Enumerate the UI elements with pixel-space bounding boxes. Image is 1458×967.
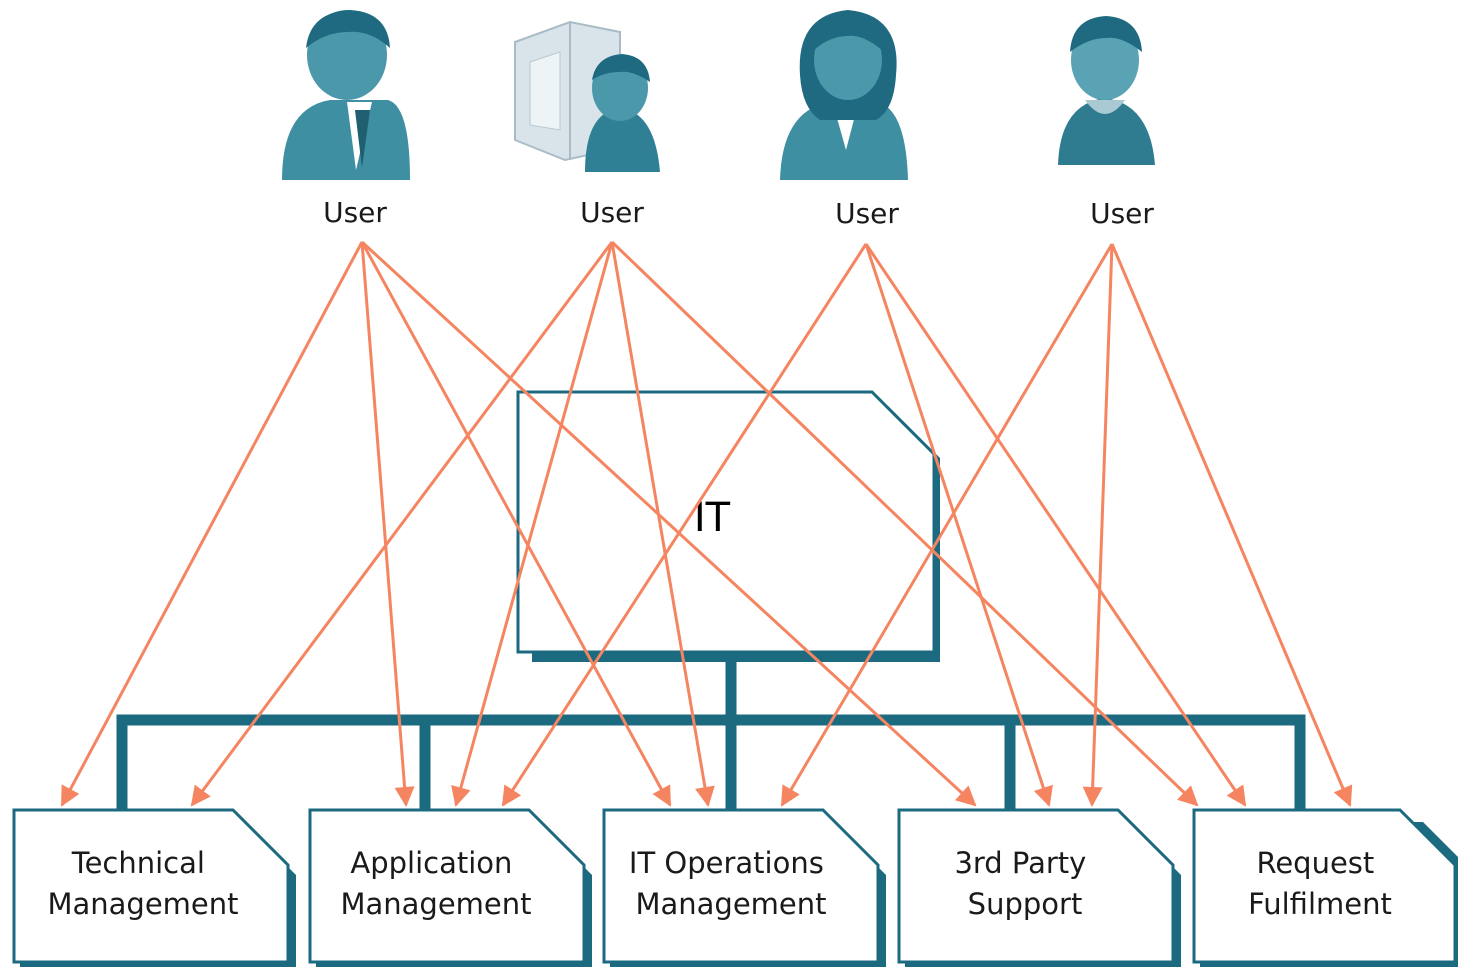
function-it-operations-management: IT Operations Management [602, 808, 886, 967]
function-technical-management: Technical Management [12, 808, 296, 967]
function-label: 3rd Party Support [954, 846, 1095, 921]
function-request-fulfilment: Request Fulfilment [1192, 808, 1458, 967]
function-label: Request Fulfilment [1248, 846, 1392, 921]
org-connectors [116, 656, 1306, 814]
arrow [1110, 243, 1353, 807]
arrow [451, 241, 614, 807]
arrow [780, 243, 1114, 807]
user-at-computer-icon [514, 20, 660, 172]
it-box: IT [516, 390, 940, 662]
user-label: User [580, 196, 644, 229]
arrow [610, 241, 715, 807]
arrow [360, 241, 672, 807]
user-label: User [835, 197, 899, 230]
user-label: User [1090, 197, 1154, 230]
arrow [190, 241, 614, 807]
arrow [864, 243, 1053, 807]
businessman-icon [282, 10, 410, 180]
function-label: Technical Management [47, 846, 238, 921]
arrow [501, 243, 868, 807]
arrow [360, 241, 415, 807]
arrow [60, 241, 364, 807]
arrow [610, 240, 1199, 807]
function-label: Application Management [340, 846, 531, 921]
arrow [360, 240, 977, 807]
casual-user-icon [1058, 16, 1155, 165]
user-4: User [1058, 16, 1155, 230]
businesswoman-icon [780, 10, 908, 180]
user-arrows [60, 240, 1353, 807]
arrow [864, 243, 1247, 807]
user-1: User [282, 10, 410, 229]
arrow [1082, 243, 1114, 807]
function-3rd-party-support: 3rd Party Support [897, 808, 1181, 967]
function-application-management: Application Management [308, 808, 592, 967]
function-label: IT Operations Management [629, 846, 833, 921]
user-2: User [514, 20, 660, 229]
user-label: User [323, 196, 387, 229]
user-3: User [780, 10, 908, 230]
